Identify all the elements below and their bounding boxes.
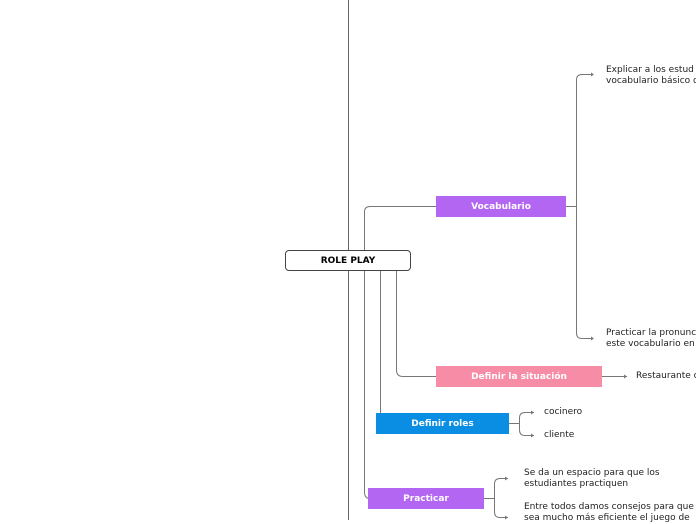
subtopic-espacio[interactable]: Se da un espacio para que los estudiante… — [524, 468, 660, 490]
subtopic-cliente[interactable]: cliente — [544, 430, 574, 441]
topic-definir-situacion[interactable]: Definir la situación — [436, 366, 602, 387]
subtopic-line: cocinero — [544, 407, 583, 417]
subtopic-line: vocabulario básico d — [606, 76, 696, 86]
subtopic-line: Entre todos damos consejos para que — [524, 502, 694, 512]
subtopic-line: Se da un espacio para que los — [524, 468, 660, 478]
topic-label: Definir roles — [411, 418, 474, 429]
topic-label: Definir la situación — [471, 371, 567, 382]
topic-vocabulario[interactable]: Vocabulario — [436, 196, 566, 217]
subtopic-practicar-pronunciacion[interactable]: Practicar la pronunc este vocabulario en — [606, 328, 696, 350]
subtopic-line: Restaurante c — [636, 371, 696, 381]
subtopic-explicar[interactable]: Explicar a los estud vocabulario básico … — [606, 65, 696, 87]
root-topic[interactable]: ROLE PLAY — [285, 250, 411, 271]
subtopic-line: cliente — [544, 430, 575, 440]
topic-label: Practicar — [403, 493, 449, 504]
topic-practicar[interactable]: Practicar — [368, 488, 484, 509]
topic-definir-roles[interactable]: Definir roles — [376, 413, 509, 434]
subtopic-line: Explicar a los estud — [606, 65, 694, 75]
subtopic-consejos[interactable]: Entre todos damos consejos para que sea … — [524, 502, 694, 524]
subtopic-restaurante[interactable]: Restaurante c — [636, 371, 696, 382]
subtopic-cocinero[interactable]: cocinero — [544, 407, 582, 418]
subtopic-line: este vocabulario en — [606, 339, 695, 349]
topic-label: Vocabulario — [471, 201, 531, 212]
subtopic-line: estudiantes practiquen — [524, 479, 629, 489]
root-topic-label: ROLE PLAY — [320, 255, 376, 266]
subtopic-line: Practicar la pronunc — [606, 328, 696, 338]
subtopic-line: sea mucho más eficiente el juego de — [524, 513, 690, 523]
